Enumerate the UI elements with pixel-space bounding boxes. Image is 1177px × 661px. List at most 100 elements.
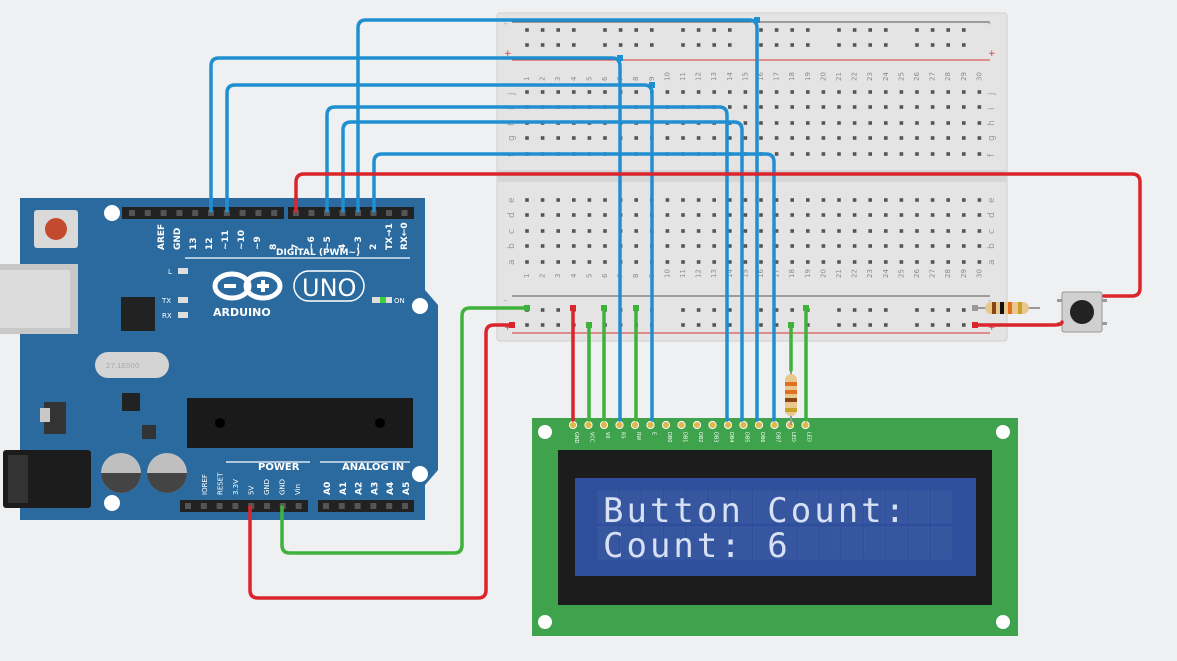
header-pin — [401, 210, 408, 216]
digital-pin-label: TX→1 — [385, 223, 395, 250]
header-pin — [386, 503, 393, 509]
lcd-cell — [686, 490, 708, 524]
column-number: 20 — [819, 72, 827, 81]
row-letter: b — [987, 243, 997, 249]
lcd-pin[interactable] — [584, 420, 593, 430]
lcd-pin[interactable] — [723, 420, 733, 430]
wire-button-plus[interactable] — [973, 320, 1064, 327]
lcd-cell — [841, 490, 863, 524]
lcd-pin-label: DB7 — [775, 432, 781, 442]
lcd-cell — [664, 526, 685, 560]
column-number: 1 — [523, 77, 531, 81]
digital-pin-label: ~6 — [307, 236, 317, 250]
column-number: 4 — [570, 273, 578, 278]
lcd-pin[interactable] — [801, 420, 810, 430]
column-number: 17 — [773, 72, 781, 81]
wire-end — [788, 322, 794, 328]
lcd-pin[interactable] — [770, 420, 779, 430]
lcd-cell — [886, 490, 907, 524]
lcd-line-1: Button Count: — [603, 491, 908, 531]
column-number: 29 — [960, 72, 968, 81]
column-number: 18 — [788, 72, 796, 81]
power-pin-label: GND — [263, 479, 271, 495]
wire-pin4-db5[interactable] — [341, 120, 744, 422]
lcd-cell — [930, 490, 952, 524]
pushbutton[interactable] — [1057, 291, 1107, 333]
header-pin — [324, 210, 330, 216]
wire-end — [509, 322, 515, 328]
lcd-cell — [864, 490, 885, 524]
column-number: 5 — [585, 274, 593, 278]
lcd-pin[interactable] — [568, 420, 578, 430]
lcd-pin-label: RW — [635, 432, 641, 440]
wire-pin3-db6[interactable] — [356, 18, 759, 213]
power-pin-label: IOREF — [201, 474, 209, 495]
resistor-vertical — [785, 370, 797, 425]
column-number: 12 — [695, 72, 703, 81]
header-pin — [232, 503, 239, 509]
lcd-pin[interactable] — [599, 420, 609, 430]
power-header — [180, 500, 308, 512]
rail-minus-label: - — [988, 296, 991, 306]
header-pin — [295, 503, 302, 509]
crystal-label: 27.1E000 — [106, 362, 139, 370]
header-pin — [216, 503, 223, 509]
wire-pin11-e[interactable] — [225, 83, 654, 422]
row-letter: a — [987, 259, 997, 265]
wire-pin5-db4[interactable] — [325, 105, 729, 422]
row-letter: g — [507, 135, 517, 141]
lcd-line-2: Count: 6 — [603, 526, 791, 566]
header-pin — [185, 503, 191, 509]
digital-pin-label: 13 — [189, 237, 199, 250]
rail-plus-label: + — [988, 49, 996, 59]
header-pin — [129, 210, 135, 216]
brand-label: ARDUINO — [213, 306, 271, 319]
lcd-pin[interactable] — [615, 420, 624, 430]
wire-pin2-db7[interactable] — [372, 152, 776, 422]
row-letter: h — [987, 120, 997, 126]
column-number: 9 — [648, 77, 656, 81]
header-pin — [271, 210, 278, 216]
column-number: 27 — [929, 72, 937, 81]
header-pin — [176, 210, 183, 216]
header-pin — [323, 503, 329, 509]
lcd-cell — [708, 490, 730, 524]
lcd-pin[interactable] — [646, 420, 655, 430]
lcd-pin-label: VCC — [589, 432, 595, 443]
power-label: POWER — [258, 462, 300, 473]
wire-pin12-rs[interactable] — [209, 56, 622, 422]
lcd-pin[interactable] — [754, 420, 764, 430]
wire-5v-rail[interactable] — [248, 323, 514, 600]
header-pin — [144, 210, 151, 216]
arduino-uno[interactable]: 27.1E000 ARDUINO UNO L TX RX ON — [0, 198, 438, 520]
lcd-pin[interactable] — [739, 420, 748, 430]
column-number: 15 — [741, 72, 749, 81]
usb-chip — [121, 297, 155, 331]
lcd-cell — [664, 490, 685, 524]
column-number: 20 — [819, 269, 827, 278]
lcd-pin[interactable] — [677, 420, 686, 430]
column-number: 11 — [679, 72, 687, 81]
column-number: 3 — [554, 274, 562, 278]
tx-label: TX — [161, 297, 171, 305]
lcd-pin[interactable] — [661, 420, 671, 430]
rail-plus-label: + — [988, 323, 996, 333]
column-number: 15 — [741, 269, 749, 278]
lcd-pin-label: RS — [620, 432, 626, 439]
wire-end — [649, 82, 655, 88]
lcd-pin[interactable] — [692, 420, 702, 430]
lcd-pin[interactable] — [708, 420, 717, 430]
wire-gnd-rail[interactable] — [280, 306, 529, 555]
lcd-pin-label: LED — [806, 432, 812, 442]
analog-header — [318, 500, 414, 512]
column-number: 8 — [632, 274, 640, 278]
wire-pin7-button[interactable] — [294, 172, 1142, 298]
lcd-pin-label: LED — [790, 432, 796, 442]
row-letter: e — [507, 197, 517, 203]
lcd-pin[interactable] — [630, 420, 640, 430]
digital-label: DIGITAL (PWM~) — [276, 248, 360, 258]
rx-label: RX — [162, 312, 172, 320]
header-pin — [255, 210, 262, 216]
lcd-pin-label: GND — [573, 432, 579, 444]
